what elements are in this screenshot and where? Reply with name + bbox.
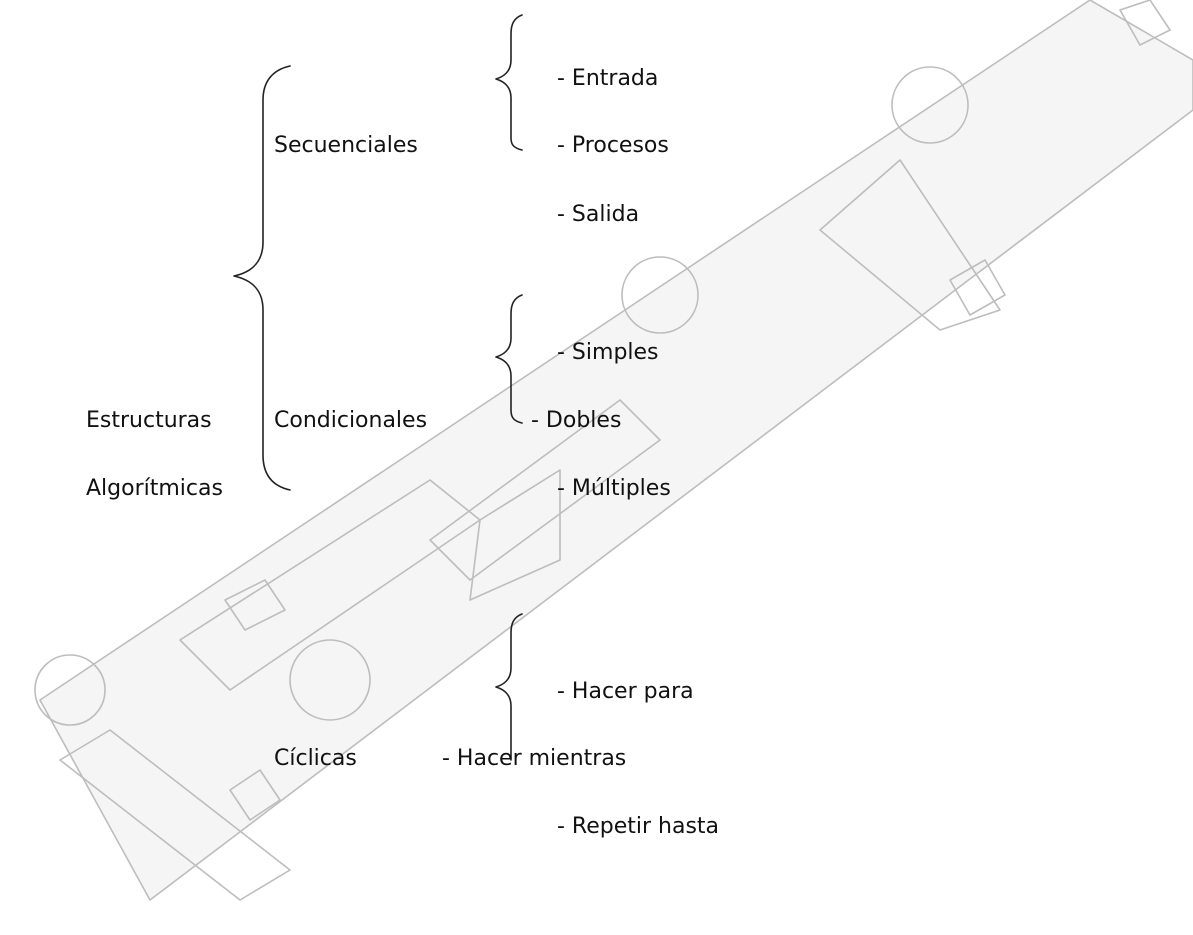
condicionales-brace (495, 294, 523, 424)
item-hacer-mientras: - Hacer mientras (442, 746, 627, 771)
item-dobles: - Dobles (531, 408, 622, 433)
root-label-line2: Algorítmicas (86, 476, 223, 501)
item-procesos: - Procesos (557, 133, 669, 158)
group-label-secuenciales: Secuenciales (274, 133, 418, 158)
root-label-line1: Estructuras (86, 408, 212, 433)
item-hacer-para: - Hacer para (557, 679, 694, 704)
root-brace (233, 65, 291, 491)
group-label-condicionales: Condicionales (274, 408, 428, 433)
item-simples: - Simples (557, 340, 659, 365)
watermark-shape (34, 0, 1193, 901)
secuenciales-brace (495, 14, 523, 151)
item-entrada: - Entrada (557, 66, 659, 91)
item-repetir-hasta: - Repetir hasta (557, 814, 720, 839)
item-multiples: - Múltiples (557, 476, 671, 501)
item-salida: - Salida (557, 202, 640, 227)
ciclicas-brace (495, 613, 523, 761)
group-label-ciclicas: Cíclicas (274, 746, 357, 771)
